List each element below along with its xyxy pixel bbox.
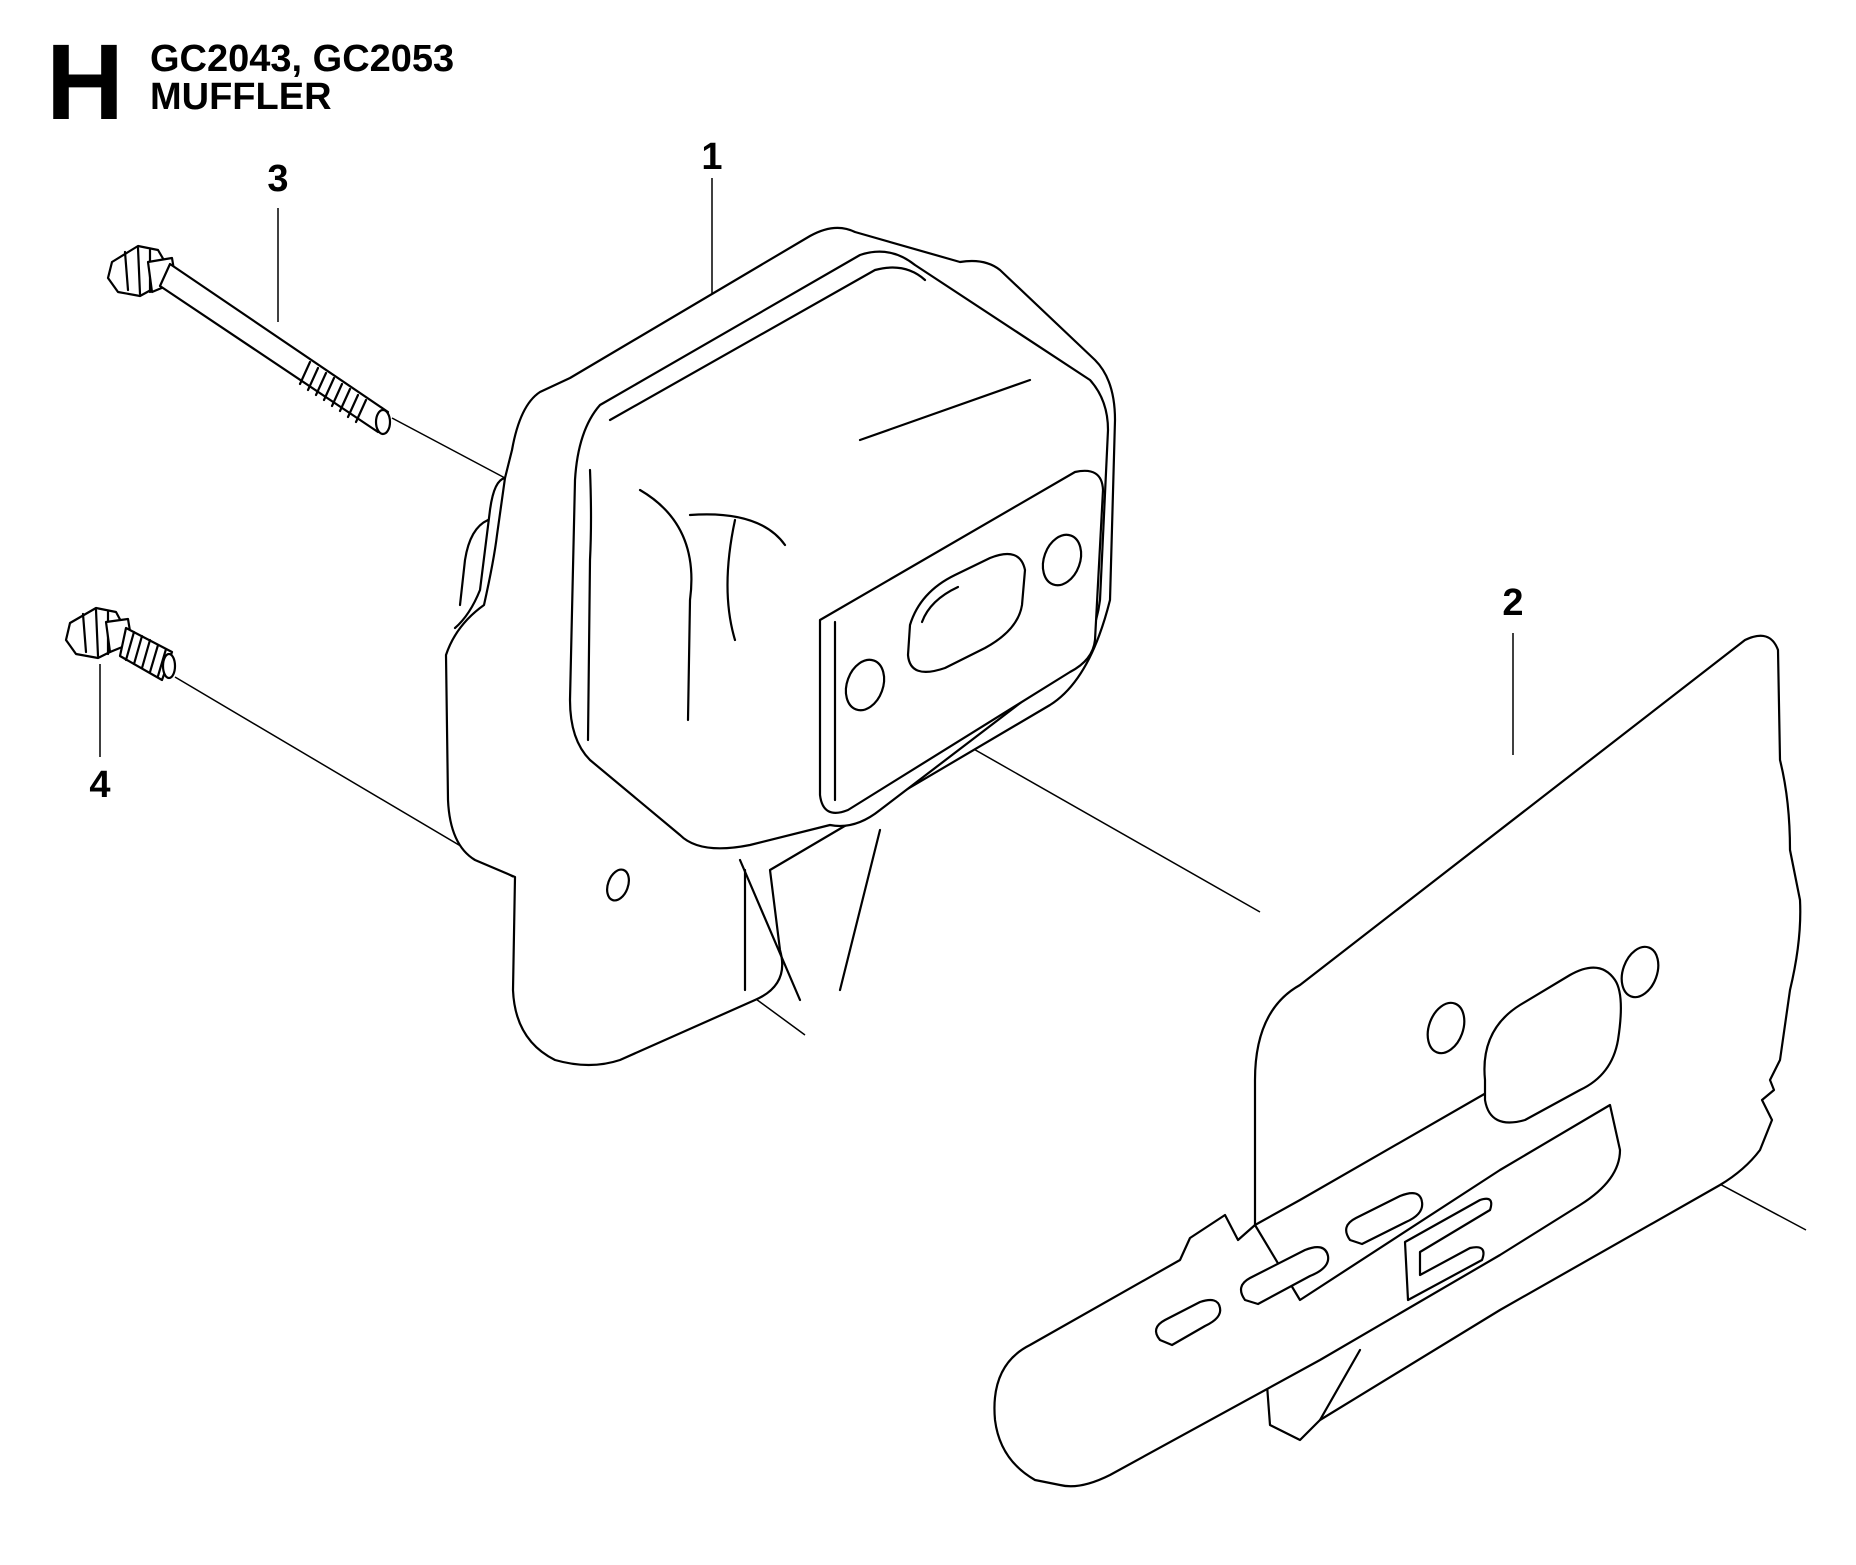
section-letter: H: [46, 21, 124, 142]
callout-2: 2: [1502, 582, 1524, 624]
short-bolt-part-4: [64, 606, 177, 682]
callout-1: 1: [701, 136, 723, 178]
model-numbers: GC2043, GC2053: [150, 38, 455, 80]
long-bolt-part-3: [106, 244, 392, 436]
axis-line-bolt-3: [391, 417, 506, 479]
axis-line-bolt-4: [174, 676, 514, 878]
callout-3: 3: [267, 158, 289, 200]
muffler-part-1: [444, 226, 1117, 1067]
callout-4: 4: [89, 764, 111, 806]
callout-leaders: [99, 178, 1514, 757]
gasket-plate-part-2: [993, 634, 1802, 1488]
page-title: MUFFLER: [150, 76, 332, 118]
